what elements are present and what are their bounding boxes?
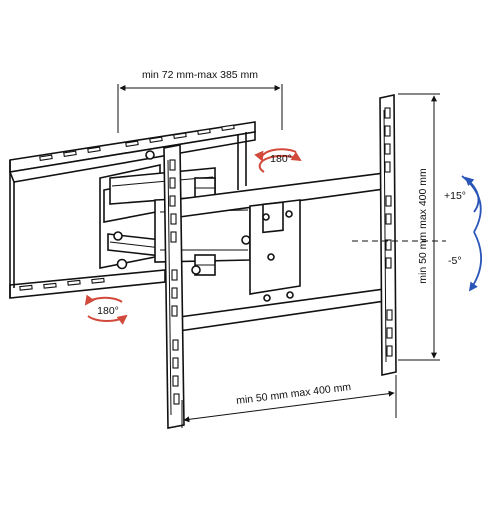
pivot-bolt xyxy=(113,231,123,241)
swivel-icon xyxy=(258,151,302,173)
slot xyxy=(63,150,77,158)
left-upright-slots xyxy=(169,159,180,405)
slot xyxy=(172,357,179,369)
wall-plate xyxy=(8,121,256,299)
slot xyxy=(386,309,393,321)
slot xyxy=(91,277,105,284)
slot xyxy=(172,339,179,351)
slot xyxy=(149,136,163,144)
slot xyxy=(197,128,211,136)
mount-hole xyxy=(263,294,271,302)
slot xyxy=(170,213,177,225)
swivel-lower-label: 180° xyxy=(97,305,119,317)
tilt-down-label: -5° xyxy=(448,255,462,267)
swivel-indicator-lower: 180° xyxy=(84,294,128,325)
slot xyxy=(385,195,392,207)
slot xyxy=(67,279,81,286)
swivel-icon-back xyxy=(254,148,297,162)
slot xyxy=(171,287,178,299)
mount-hole xyxy=(267,253,275,261)
wall-plate-top-slots xyxy=(39,124,235,162)
slot xyxy=(173,393,180,405)
slot xyxy=(169,177,176,189)
slot xyxy=(385,213,392,225)
slot xyxy=(43,282,57,289)
pivot-bolt xyxy=(191,265,201,275)
slot xyxy=(384,161,391,173)
tv-bracket-bottom-rail xyxy=(171,287,393,333)
upright-edge xyxy=(383,109,387,363)
mount-hole xyxy=(285,210,293,218)
slot xyxy=(384,125,391,137)
tv-bracket xyxy=(163,94,397,429)
slot xyxy=(169,159,176,171)
slot xyxy=(19,284,33,291)
tilt-icon-up xyxy=(464,176,480,213)
slot xyxy=(87,146,101,154)
wall-plate-bottom-rail xyxy=(9,269,166,299)
slot xyxy=(171,269,178,281)
slot xyxy=(125,140,139,148)
slot xyxy=(385,257,392,269)
upright-edge xyxy=(167,159,172,416)
right-upright-slots xyxy=(384,107,393,357)
slot xyxy=(386,345,393,357)
slot xyxy=(169,195,176,207)
wall-plate-top-rail-lip xyxy=(8,131,256,183)
tilt-indicator: +15° -5° xyxy=(352,175,483,292)
pivot-bolt xyxy=(241,235,251,245)
slot xyxy=(170,231,177,243)
mount-hole xyxy=(262,213,270,221)
slot xyxy=(384,143,391,155)
top-width-label: min 72 mm-max 385 mm xyxy=(142,69,258,81)
wall-plate-bottom-slots xyxy=(19,277,105,291)
right-height-dimension: min 50 mm max 400 mm xyxy=(398,93,440,361)
pivot-bolt xyxy=(116,258,128,270)
swivel-icon xyxy=(87,314,128,325)
right-height-label: min 50 mm max 400 mm xyxy=(417,168,429,284)
swivel-upper-label: 180° xyxy=(270,153,292,165)
slot xyxy=(386,327,393,339)
swivel-icon-back xyxy=(84,294,123,306)
slot xyxy=(385,239,392,251)
slot xyxy=(221,124,235,132)
swivel-indicator-upper: 180° xyxy=(254,148,302,173)
slot xyxy=(172,375,179,387)
tilt-icon-down xyxy=(468,231,483,292)
slot xyxy=(173,132,187,140)
slot xyxy=(39,154,53,162)
mount-hole xyxy=(286,291,294,299)
slot xyxy=(171,305,178,317)
tilt-up-label: +15° xyxy=(444,190,466,202)
bottom-width-dimension: min 50 mm max 400 mm xyxy=(181,375,397,428)
bottom-width-label: min 50 mm max 400 mm xyxy=(236,381,352,407)
pivot-bolt xyxy=(145,150,155,160)
bottom-width-arrow xyxy=(183,390,395,423)
top-width-dimension: min 72 mm-max 385 mm xyxy=(117,69,283,133)
slot xyxy=(384,107,391,119)
